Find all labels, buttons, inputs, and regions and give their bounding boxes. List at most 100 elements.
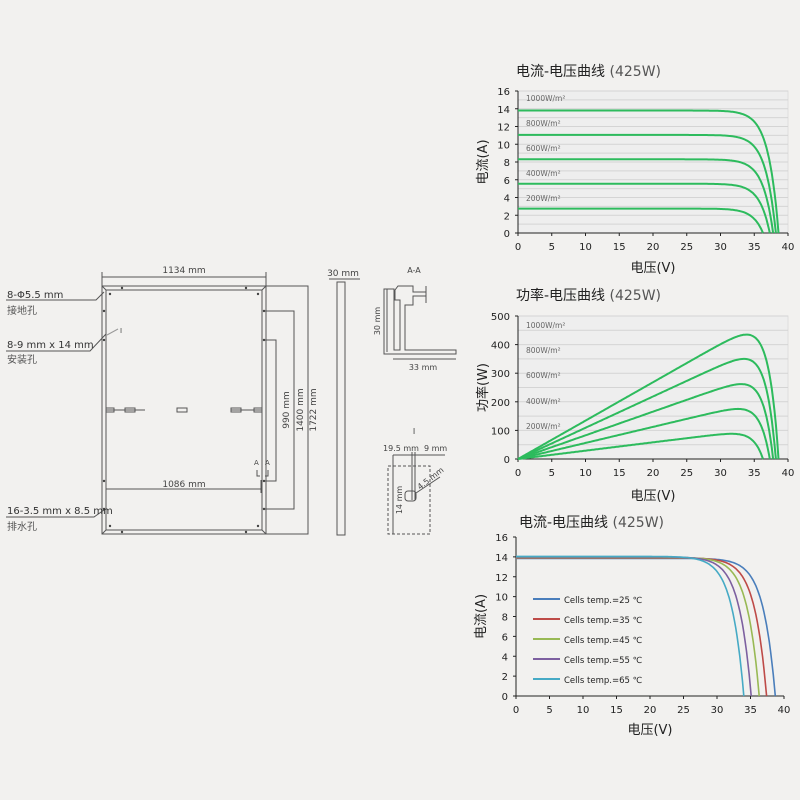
x-tick-label: 25 xyxy=(677,705,690,716)
series-line xyxy=(517,407,771,460)
y-tick-label: 8 xyxy=(504,158,510,169)
y-tick-label: 14 xyxy=(497,105,510,116)
x-tick-label: 10 xyxy=(579,468,592,479)
y-tick-label: 16 xyxy=(497,87,510,98)
legend-label: Cells temp.=35 ℃ xyxy=(564,616,643,626)
drain-hole-spec: 16-3.5 mm x 8.5 mm xyxy=(7,506,113,517)
y-tick-label: 400 xyxy=(491,341,510,352)
series-label: 600W/m² xyxy=(526,371,561,380)
x-tick-label: 5 xyxy=(546,705,552,716)
series-line xyxy=(517,432,764,460)
series-line xyxy=(518,109,780,234)
legend-label: Cells temp.=25 ℃ xyxy=(564,596,643,606)
series-line xyxy=(516,556,760,697)
x-tick-label: 5 xyxy=(549,242,555,253)
y-tick-label: 10 xyxy=(497,140,510,151)
x-tick-label: 5 xyxy=(549,468,555,479)
detail-radius: 4.5 mm xyxy=(416,465,446,491)
drain-hole-name: 排水孔 xyxy=(7,520,37,533)
y-tick-label: 8 xyxy=(502,613,508,624)
y-tick-label: 6 xyxy=(502,632,508,643)
series-label: 200W/m² xyxy=(526,194,561,203)
legend-label: Cells temp.=65 ℃ xyxy=(564,676,643,686)
legend-label: Cells temp.=45 ℃ xyxy=(564,636,643,646)
height-990-dimension: 990 mm xyxy=(282,391,292,429)
y-tick-label: 6 xyxy=(504,176,510,187)
series-line xyxy=(518,133,777,234)
y-tick-label: 12 xyxy=(497,123,510,134)
series-label: 1000W/m² xyxy=(526,321,565,330)
y-tick-label: 500 xyxy=(491,312,510,323)
series-line xyxy=(516,556,752,697)
detail-height: 14 mm xyxy=(395,486,404,515)
x-tick-label: 0 xyxy=(515,468,521,479)
plot-area xyxy=(517,90,789,234)
section-width: 33 mm xyxy=(409,363,438,372)
y-tick-label: 4 xyxy=(504,194,510,205)
x-tick-label: 30 xyxy=(714,468,727,479)
x-tick-label: 40 xyxy=(782,468,795,479)
x-tick-label: 10 xyxy=(577,705,590,716)
y-axis-label: 电流(A) xyxy=(474,594,489,639)
x-tick-label: 30 xyxy=(711,705,724,716)
y-tick-label: 0 xyxy=(502,692,508,703)
section-marker-right: A xyxy=(265,459,270,467)
y-tick-label: 16 xyxy=(495,533,508,544)
detail-marker: I xyxy=(120,327,122,335)
x-tick-label: 15 xyxy=(610,705,623,716)
ground-hole-spec: 8-Φ5.5 mm xyxy=(7,290,63,301)
y-tick-label: 0 xyxy=(504,229,510,240)
module-dimension-drawing: 1134 mm 1086 mm 990 mm 1400 mm 1722 mm 3… xyxy=(6,266,457,536)
detail-width-2: 9 mm xyxy=(424,444,447,453)
x-tick-label: 15 xyxy=(613,468,626,479)
x-axis-label: 电压(V) xyxy=(630,261,675,276)
legend-label: Cells temp.=55 ℃ xyxy=(564,656,643,666)
section-title: A-A xyxy=(407,266,421,275)
series-label: 600W/m² xyxy=(526,144,561,153)
detail-width-1: 19.5 mm xyxy=(383,444,419,453)
x-tick-label: 35 xyxy=(748,242,761,253)
x-tick-label: 20 xyxy=(647,468,660,479)
series-line xyxy=(517,357,777,460)
y-tick-label: 2 xyxy=(502,672,508,683)
chart-title: 功率-电压曲线 (425W) xyxy=(516,287,661,304)
module-frame-outer xyxy=(101,285,267,535)
x-tick-label: 10 xyxy=(579,242,592,253)
y-axis-label: 电流(A) xyxy=(476,139,491,184)
height-1400-dimension: 1400 mm xyxy=(296,388,306,431)
x-tick-label: 0 xyxy=(515,242,521,253)
x-tick-label: 30 xyxy=(714,242,727,253)
x-tick-label: 25 xyxy=(680,242,693,253)
series-label: 400W/m² xyxy=(526,397,561,406)
x-tick-label: 20 xyxy=(647,242,660,253)
x-tick-label: 25 xyxy=(680,468,693,479)
plot-area xyxy=(517,315,789,460)
detail-title: I xyxy=(413,427,415,436)
y-axis-label: 功率(W) xyxy=(475,363,491,412)
x-tick-label: 0 xyxy=(513,705,519,716)
y-tick-label: 2 xyxy=(504,211,510,222)
series-line xyxy=(517,333,780,460)
x-tick-label: 35 xyxy=(748,468,761,479)
junction-boxes xyxy=(105,407,263,413)
series-label: 200W/m² xyxy=(526,422,561,431)
height-1722-dimension: 1722 mm xyxy=(309,388,319,431)
series-line xyxy=(518,158,775,234)
series-label: 800W/m² xyxy=(526,119,561,128)
y-tick-label: 10 xyxy=(495,593,508,604)
section-height: 30 mm xyxy=(373,307,382,336)
width-dimension: 1134 mm xyxy=(162,266,205,276)
chart-title: 电流-电压曲线 (425W) xyxy=(516,64,661,80)
y-tick-label: 14 xyxy=(495,553,508,564)
thickness-dimension: 30 mm xyxy=(327,269,359,279)
series-label: 800W/m² xyxy=(526,346,561,355)
x-tick-label: 20 xyxy=(644,705,657,716)
x-tick-label: 40 xyxy=(778,705,791,716)
series-line xyxy=(518,182,771,234)
mount-hole-name: 安装孔 xyxy=(7,353,37,366)
x-tick-label: 15 xyxy=(613,242,626,253)
series-line xyxy=(518,207,764,234)
y-tick-label: 200 xyxy=(491,398,510,409)
